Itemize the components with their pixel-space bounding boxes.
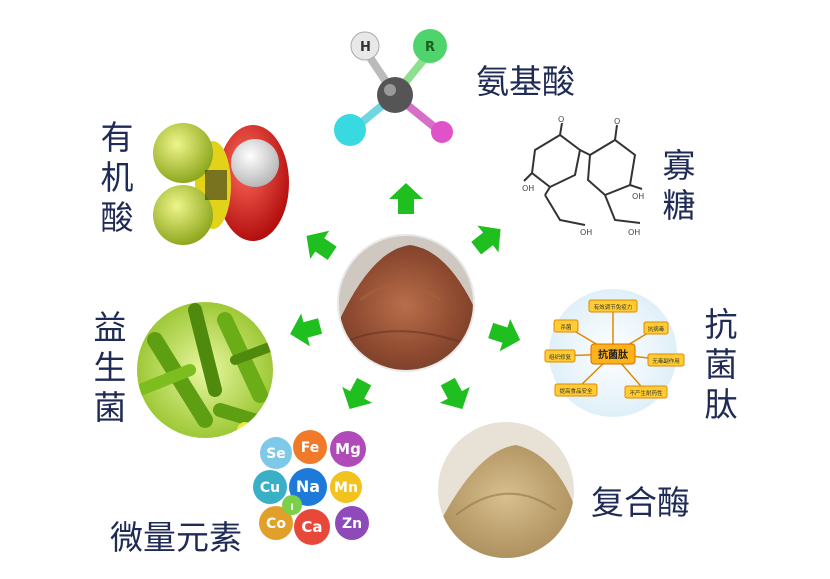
- element-symbol: Zn: [342, 516, 362, 532]
- mindmap-center: [590, 343, 636, 365]
- bacteria-icon: [137, 302, 273, 438]
- arrow-amino-acid: [389, 183, 423, 214]
- svg-text:O: O: [558, 115, 564, 124]
- svg-text:OH: OH: [632, 192, 644, 201]
- mindmap-node-label: 不产生耐药性: [629, 389, 663, 397]
- element-symbol: Na: [296, 477, 320, 496]
- element-bubble: [253, 470, 287, 504]
- element-bubble: [330, 431, 366, 467]
- label-amino-acid: 氨基酸: [476, 62, 575, 101]
- label-organic-acid: 有机酸: [100, 118, 134, 237]
- label-oligosaccharide: 寡糖: [662, 146, 696, 225]
- mindmap-center-label: 抗菌肽: [598, 348, 629, 361]
- mindmap-node: [588, 299, 638, 313]
- element-bubble: [282, 495, 302, 515]
- sugar-structure-icon: O O OH OH OH OH: [522, 115, 644, 237]
- element-bubble: [289, 468, 327, 506]
- element-symbol: Ca: [301, 518, 322, 536]
- element-symbol: Fe: [301, 440, 320, 456]
- mindmap-node-label: 有效调节免疫力: [594, 303, 633, 311]
- mindmap-node-label: 抗病毒: [648, 325, 665, 333]
- mindmap-node: [624, 385, 668, 399]
- svg-text:O: O: [614, 117, 620, 126]
- arrow-organic-acid: [306, 230, 337, 260]
- powder-pile-tan-icon: [438, 422, 574, 558]
- mindmap-node-label: 无毒副作用: [652, 357, 680, 365]
- label-antimicrobial-peptide: 抗菌肽: [704, 305, 738, 424]
- label-compound-enzyme: 复合酶: [591, 483, 690, 522]
- mindmap-node-label: 提高食品安全: [559, 387, 593, 395]
- element-symbol: Mn: [334, 480, 358, 496]
- mindmap-node: [553, 319, 579, 333]
- element-symbol: I: [290, 503, 293, 513]
- element-bubble: [294, 509, 330, 545]
- element-bubble: [259, 506, 293, 540]
- element-symbol: Mg: [335, 440, 361, 458]
- arrow-probiotics: [290, 313, 323, 347]
- svg-text:H: H: [360, 40, 371, 55]
- svg-text:OH: OH: [580, 228, 592, 237]
- arrow-oligosaccharide: [471, 225, 501, 255]
- element-bubble: [330, 471, 362, 503]
- label-trace-elements: 微量元素: [110, 518, 242, 557]
- element-symbol: Co: [266, 516, 286, 532]
- element-symbol: Cu: [260, 480, 280, 496]
- mindmap-node: [643, 321, 669, 335]
- arrow-compound-enzyme: [439, 377, 470, 409]
- element-bubble: [260, 437, 292, 469]
- svg-text:R: R: [425, 40, 435, 55]
- label-probiotics: 益生菌: [93, 308, 127, 427]
- mindmap-node-label: 杀菌: [560, 323, 572, 331]
- mindmap-node: [647, 353, 685, 367]
- mindmap-node: [554, 383, 598, 397]
- molecule-ball-and-stick-icon: H R: [334, 29, 453, 146]
- svg-text:OH: OH: [522, 184, 534, 193]
- arrow-antimicrobial-peptide: [488, 318, 521, 352]
- element-bubble: [293, 430, 327, 464]
- arrow-trace-elements: [342, 377, 373, 409]
- mindmap-node: [544, 349, 576, 363]
- mindmap-node-label: 组织修复: [549, 353, 572, 361]
- molecule-spacefill-icon: [153, 123, 289, 245]
- svg-text:OH: OH: [628, 228, 640, 237]
- element-bubble: [335, 506, 369, 540]
- element-symbol: Se: [266, 446, 286, 462]
